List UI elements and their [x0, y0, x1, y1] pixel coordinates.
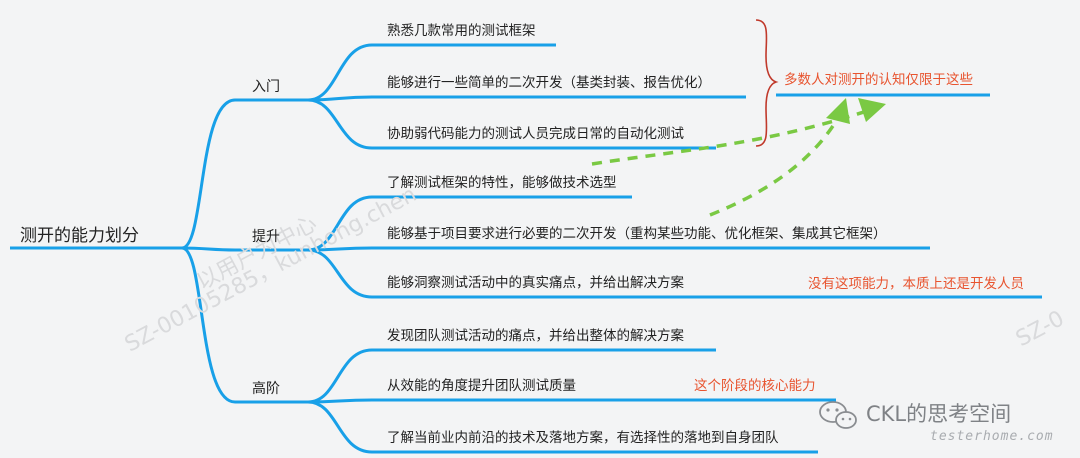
dashed-arrow-2-head-icon: [826, 98, 850, 124]
connector-gaojie-1: [307, 348, 373, 404]
connector-rumen-3: [307, 98, 373, 150]
gaojie-item-3: 了解当前业内前沿的技术及落地方案，有选择性的落地到自身团队: [387, 430, 779, 446]
annotation-core: 这个阶段的核心能力: [694, 378, 816, 394]
annotation-bracket-note: 多数人对测开的认知仅限于这些: [784, 72, 973, 88]
connector-root-tisheng: [181, 246, 236, 252]
brand-site: testerhome.com: [930, 429, 1054, 444]
dashed-arrow-1-head-icon: [858, 98, 886, 122]
tisheng-item-2: 能够基于项目要求进行必要的二次开发（重构某些功能、优化框架、集成其它框架）: [387, 226, 887, 242]
connector-rumen-1: [307, 43, 373, 102]
connector-gaojie-3: [307, 400, 373, 454]
rumen-item-3: 协助弱代码能力的测试人员完成日常的自动化测试: [387, 126, 684, 142]
dashed-arrow-1: [591, 108, 871, 166]
rumen-item-1: 熟悉几款常用的测试框架: [387, 23, 536, 39]
brand-name: CKL的思考空间: [866, 402, 1012, 426]
gaojie-item-1: 发现团队测试活动的痛点，并给出整体的解决方案: [387, 328, 684, 344]
dashed-arrow-2: [709, 117, 840, 217]
connector-root-rumen: [181, 98, 236, 250]
category-rumen: 入门: [252, 79, 280, 95]
curly-brace-icon: [755, 19, 779, 147]
tisheng-item-1: 了解测试框架的特性，能够做技术选型: [387, 175, 617, 191]
connector-tisheng-1: [307, 195, 373, 252]
category-gaojie: 高阶: [252, 381, 280, 397]
rumen-item-2: 能够进行一些简单的二次开发（基类封装、报告优化）: [387, 75, 711, 91]
root-node: 测开的能力划分: [20, 226, 139, 246]
annotation-no-ability: 没有这项能力，本质上还是开发人员: [808, 276, 1024, 292]
gaojie-item-2: 从效能的角度提升团队测试质量: [387, 378, 576, 394]
wechat-icon: [819, 401, 857, 429]
tisheng-item-3: 能够洞察测试活动中的真实痛点，并给出解决方案: [387, 275, 684, 291]
category-tisheng: 提升: [252, 229, 280, 245]
connector-root-gaojie: [181, 246, 236, 404]
connector-tisheng-3: [307, 248, 373, 299]
